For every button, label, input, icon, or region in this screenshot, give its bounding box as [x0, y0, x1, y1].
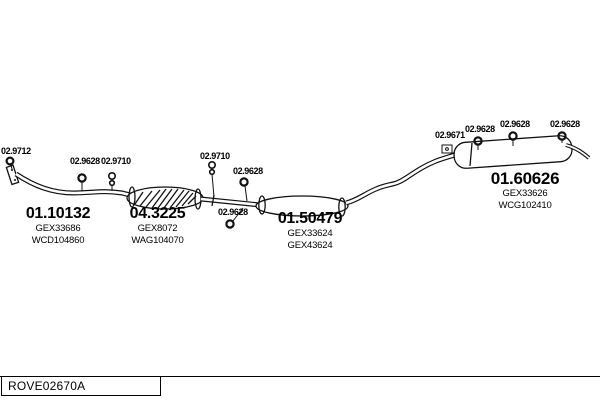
small-part-label: 02.9628 — [218, 207, 248, 217]
part-number: 01.60626 — [490, 169, 560, 188]
fitting-icons — [5, 131, 567, 229]
mount-ring-icon — [225, 207, 244, 229]
small-part-label: 02.9628 — [500, 119, 530, 129]
part-number: 01.10132 — [25, 205, 91, 222]
part-ref: GEX33626 — [502, 188, 548, 200]
small-part-label: 02.9712 — [1, 146, 31, 156]
front-flange — [5, 164, 20, 186]
part-ref: WCG102410 — [498, 199, 552, 211]
small-part-label: 02.9710 — [101, 156, 131, 166]
small-part-label: 02.9710 — [200, 151, 230, 161]
footer-rule — [0, 376, 600, 377]
mount-ring-icon — [508, 131, 518, 146]
part-label-rear-muffler: 01.60626 GEX33626 WCG102410 — [470, 169, 580, 211]
front-pipe — [14, 171, 135, 199]
small-part-label: 02.9628 — [70, 156, 100, 166]
part-ref: GEX33624 — [287, 227, 333, 239]
middle-muffler — [255, 195, 349, 217]
part-ref: GEX8072 — [137, 222, 178, 234]
rear-pipe — [345, 151, 459, 206]
drawing-code-box: ROVE02670A — [1, 376, 161, 396]
mount-ring-icon — [77, 173, 87, 191]
part-number: 04.3225 — [129, 205, 186, 222]
part-label-catalytic-converter: 04.3225 GEX8072 WAG104070 — [110, 205, 205, 246]
mount-ring-icon — [557, 131, 567, 143]
gasket-ring-icon — [5, 156, 15, 170]
part-ref: GEX43624 — [287, 239, 333, 251]
catalytic-converter — [126, 186, 204, 210]
small-part-label: 02.9628 — [550, 119, 580, 129]
part-ref: GEX33686 — [35, 222, 81, 234]
mount-ring-icon — [239, 177, 249, 202]
bracket-icon — [441, 144, 455, 154]
drawing-code: ROVE02670A — [8, 379, 86, 393]
small-part-label: 02.9671 — [435, 130, 465, 140]
part-number: 01.50479 — [277, 210, 343, 227]
small-part-label: 02.9628 — [465, 124, 495, 134]
mount-ring-icon — [473, 136, 483, 150]
part-ref: WCD104860 — [31, 234, 85, 246]
part-ref: WAG104070 — [131, 234, 184, 246]
rubber-hanger-icon — [208, 161, 217, 198]
part-label-front-pipe: 01.10132 GEX33686 WCD104860 — [8, 205, 108, 246]
rubber-hanger-icon — [108, 172, 117, 191]
part-label-middle-muffler: 01.50479 GEX33624 GEX43624 — [256, 210, 364, 251]
intermediate-pipe — [200, 194, 261, 208]
small-part-label: 02.9628 — [233, 166, 263, 176]
